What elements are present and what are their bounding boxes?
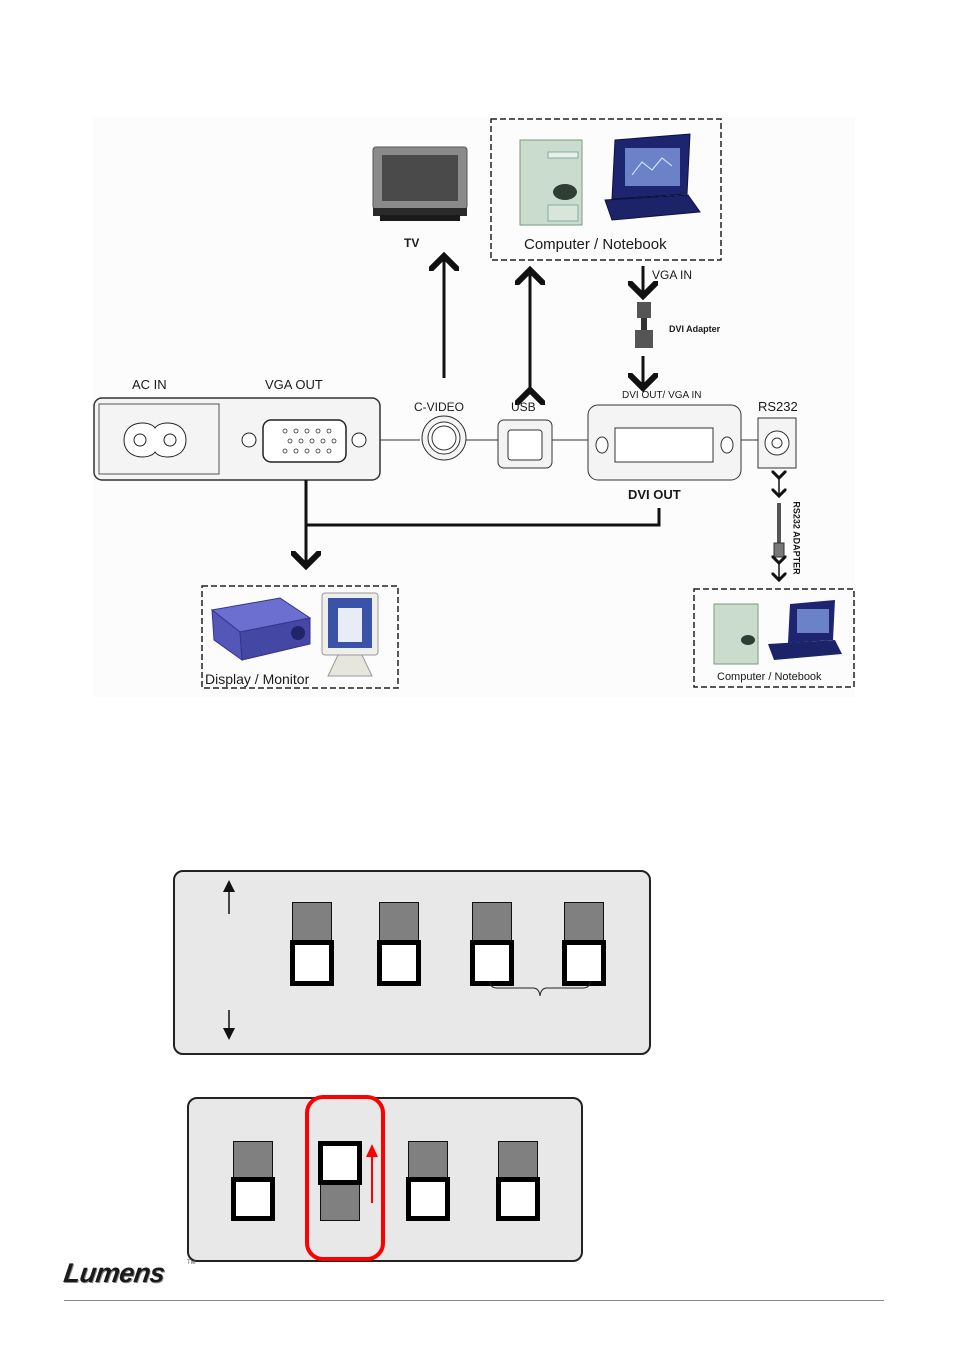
switch-slot [564, 902, 604, 946]
dvi-out-label: DVI OUT [628, 487, 681, 502]
dip-switch-1[interactable] [290, 902, 334, 992]
notebook-computer-icon-small [768, 600, 842, 660]
tv-label: TV [404, 236, 420, 250]
arrow-down-icon [223, 1010, 235, 1040]
connection-diagram-drawing [93, 118, 855, 689]
ac-in-label: AC IN [132, 377, 167, 392]
vga-out-port [241, 419, 367, 463]
rs232-label: RS232 [758, 399, 798, 414]
arrow-up-icon [366, 1144, 378, 1203]
dvi-port [587, 404, 742, 481]
switch-slot [233, 1141, 273, 1183]
switch-3-4-bracket [489, 980, 591, 997]
switch-slot [292, 902, 332, 946]
rs232-port [757, 417, 797, 469]
dip-switch-1[interactable] [231, 1141, 275, 1227]
dip-switch-3[interactable] [470, 902, 514, 992]
rs232-adapter-icon [773, 503, 785, 558]
dvi-adapter-label: DVI Adapter [669, 324, 721, 334]
trademark-mark: TM [187, 1260, 196, 1266]
dip-switch-2[interactable] [318, 1141, 362, 1227]
display-connection-line [304, 480, 661, 527]
arrow-up-icon [223, 880, 235, 914]
dip-switch-2[interactable] [377, 902, 421, 992]
computer-bottom-box [693, 588, 855, 688]
usb-port [497, 419, 553, 469]
switch-knob[interactable] [377, 940, 421, 986]
dvi-adapter-icon [635, 302, 653, 348]
monitor-icon [321, 592, 379, 677]
vga-in-label: VGA IN [652, 268, 693, 282]
c-video-label: C-VIDEO [414, 400, 465, 414]
switch-slot [408, 1141, 448, 1183]
switch-slot [320, 1179, 360, 1221]
footer-divider [64, 1300, 884, 1301]
usb-label: USB [511, 400, 536, 414]
rs232-adapter-label: RS232 ADAPTER [791, 501, 802, 575]
dip-switch-4[interactable] [562, 902, 606, 992]
dvi-out-vga-in-label: DVI OUT/ VGA IN [622, 390, 702, 401]
computer-top-label: Computer / Notebook [524, 236, 667, 253]
vga-out-label: VGA OUT [265, 377, 323, 392]
switch-knob[interactable] [290, 940, 334, 986]
switch-knob[interactable] [496, 1177, 540, 1221]
projector-icon [210, 597, 312, 662]
switch-knob[interactable] [406, 1177, 450, 1221]
switch-direction-arrows [223, 880, 235, 1040]
dip-switch-4[interactable] [496, 1141, 540, 1227]
switch-knob[interactable] [562, 940, 606, 986]
ac-in-port [123, 422, 187, 458]
switch-knob[interactable] [231, 1177, 275, 1221]
device-back-panel [93, 397, 797, 481]
highlight-frame [305, 1095, 385, 1261]
lumens-logo: Lumens [61, 1258, 167, 1288]
notebook-computer-icon [604, 133, 701, 221]
desktop-computer-icon-small [713, 603, 759, 665]
tv-icon [372, 146, 468, 221]
computer-top-box [490, 118, 722, 261]
switch-knob[interactable] [470, 940, 514, 986]
c-video-port [421, 415, 467, 461]
display-monitor-box [201, 585, 399, 689]
switch-knob[interactable] [318, 1141, 362, 1185]
dip-switch-legend-panel [173, 870, 651, 1055]
dip-switch-3[interactable] [406, 1141, 450, 1227]
desktop-computer-icon [519, 139, 583, 226]
display-monitor-label: Display / Monitor [205, 671, 310, 687]
dip-switch-setting-panel [187, 1095, 583, 1262]
computer-bottom-label: Computer / Notebook [717, 671, 822, 683]
